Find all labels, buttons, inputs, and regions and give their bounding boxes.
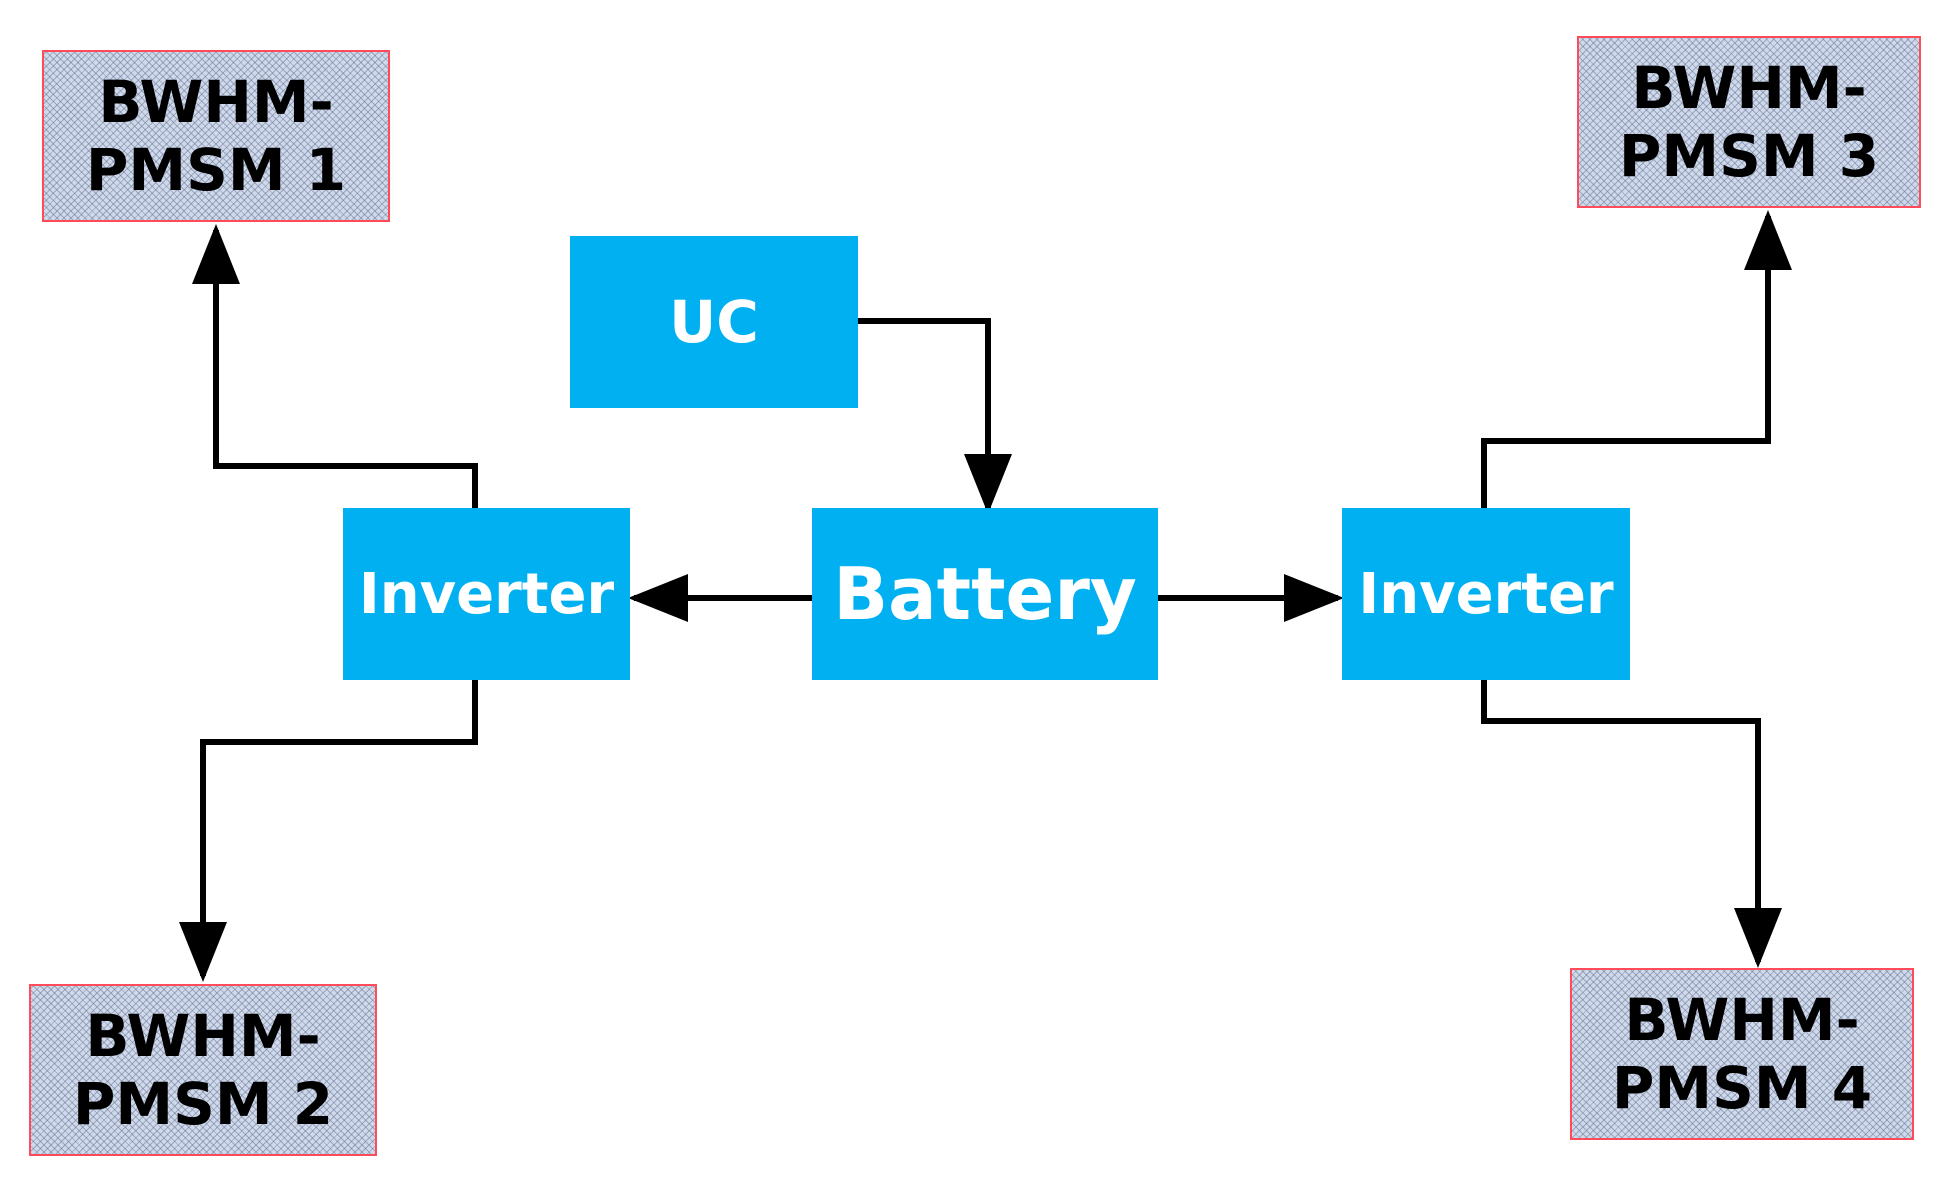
motor-4-block: BWHM- PMSM 4 (1570, 968, 1914, 1140)
motor-3-line2: PMSM 3 (1618, 122, 1880, 190)
inverter-left-label: Inverter (358, 561, 615, 627)
motor-1-line2: PMSM 1 (85, 136, 347, 204)
uc-to-battery-arrow (858, 318, 1012, 514)
motor-2-line2: PMSM 2 (72, 1070, 334, 1138)
inverter-right-label: Inverter (1358, 561, 1614, 627)
battery-block: Battery (812, 508, 1158, 680)
motor-2-line1: BWHM- (85, 1001, 321, 1070)
uc-block: UC (570, 236, 858, 408)
motor-2-block: BWHM- PMSM 2 (29, 984, 377, 1156)
motor-3-line1: BWHM- (1631, 53, 1867, 122)
motor-1-line1: BWHM- (98, 67, 334, 136)
inverter-left-block: Inverter (343, 508, 630, 680)
left-inverter-to-motor2-arrow (179, 680, 478, 982)
battery-label: Battery (833, 552, 1137, 636)
right-inverter-to-motor3-arrow (1481, 210, 1792, 508)
motor-4-line2: PMSM 4 (1611, 1054, 1873, 1122)
motor-3-block: BWHM- PMSM 3 (1577, 36, 1921, 208)
motor-4-line1: BWHM- (1624, 985, 1860, 1054)
motor-1-block: BWHM- PMSM 1 (42, 50, 390, 222)
uc-label: UC (669, 288, 759, 356)
left-inverter-to-motor1-arrow (192, 224, 478, 508)
inverter-right-block: Inverter (1342, 508, 1630, 680)
right-inverter-to-motor4-arrow (1481, 680, 1782, 968)
